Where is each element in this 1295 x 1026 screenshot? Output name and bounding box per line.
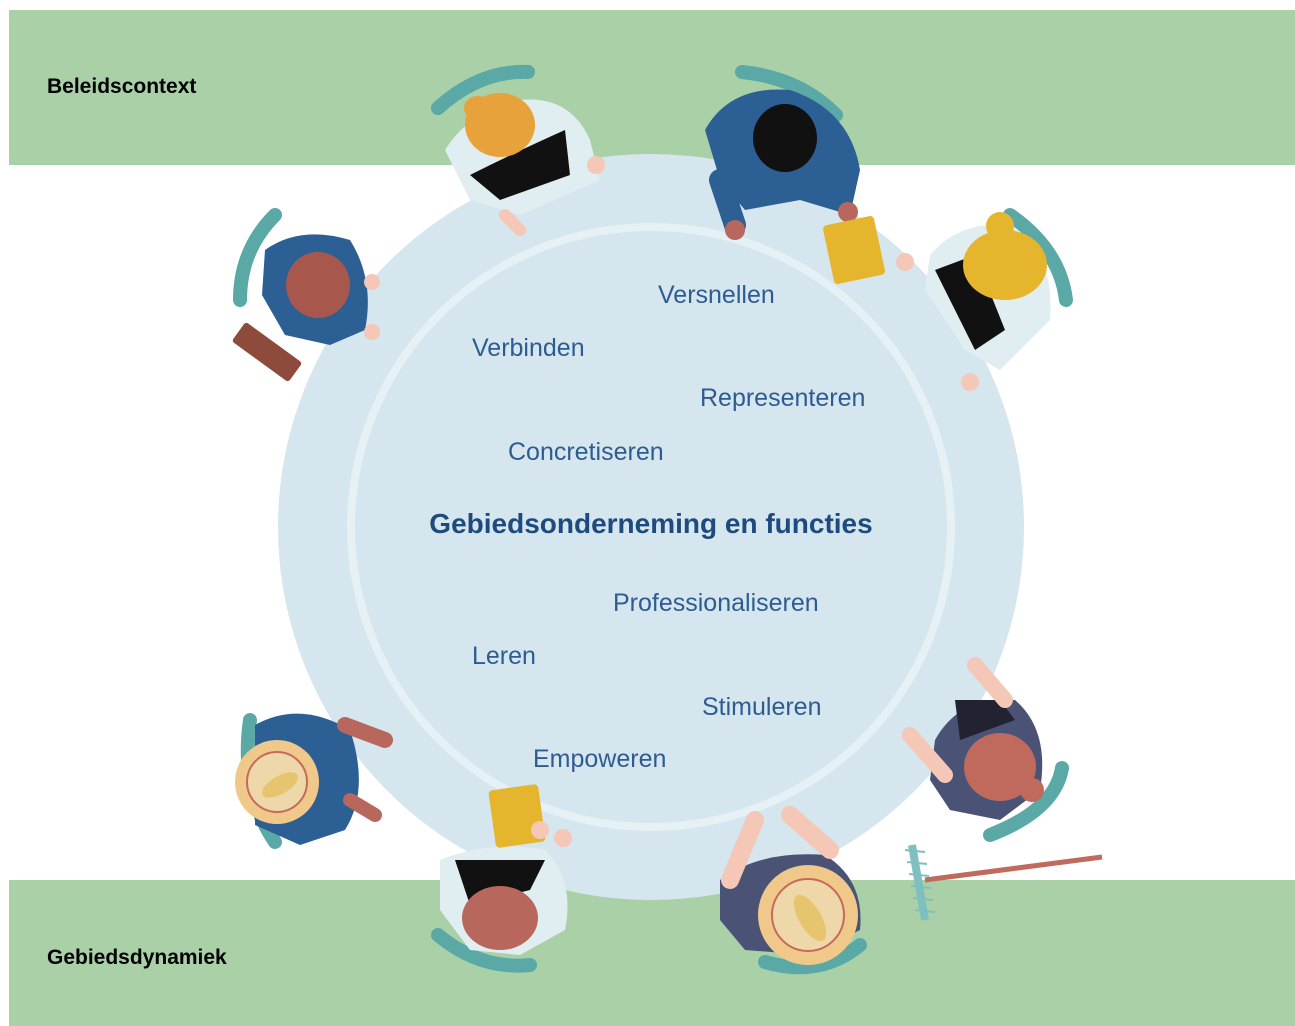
policy-context-label: Beleidscontext (47, 75, 197, 98)
person-navy-right (902, 657, 1069, 842)
person-orange-hair (431, 64, 605, 236)
person-left-briefcase (232, 208, 380, 382)
policy-context-band (9, 10, 1295, 165)
function-label-empoweren: Empoweren (533, 745, 667, 773)
person-yellow-hair (896, 208, 1073, 391)
function-label-leren: Leren (472, 642, 536, 670)
person-straw-hat-bottom (720, 806, 867, 975)
round-table (278, 154, 1024, 900)
person-notebook (431, 784, 572, 973)
person-blue-suit (705, 65, 885, 285)
rake-icon (904, 844, 1103, 921)
function-label-stimuleren: Stimuleren (702, 693, 822, 721)
table-inner-ring (347, 223, 955, 831)
function-label-professionaliseren: Professionaliseren (613, 589, 819, 617)
function-label-verbinden: Verbinden (472, 334, 585, 362)
area-dynamics-label: Gebiedsdynamiek (47, 946, 227, 969)
function-label-versnellen: Versnellen (658, 281, 775, 309)
function-label-concretiseren: Concretiseren (508, 438, 664, 466)
function-label-representeren: Representeren (700, 384, 866, 412)
person-straw-hat-left (235, 713, 393, 849)
area-dynamics-band (9, 880, 1295, 1026)
diagram-center-title: Gebiedsonderneming en functies (429, 508, 873, 539)
